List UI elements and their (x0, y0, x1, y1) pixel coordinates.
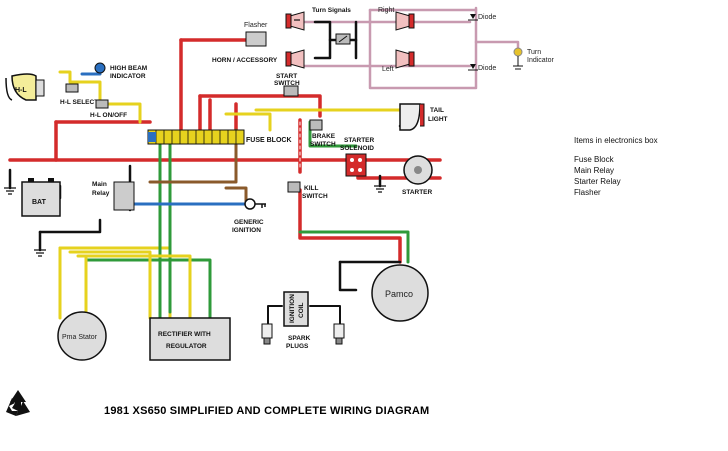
start-switch-label-1: START (276, 73, 297, 80)
turn-indicator-label-1: Turn (527, 49, 541, 56)
wires (8, 6, 520, 325)
starter-solenoid (345, 153, 367, 177)
turn-indicator-lamp (513, 47, 523, 57)
spark-plug-right (333, 323, 345, 345)
brake-switch (309, 119, 323, 131)
battery (21, 178, 61, 217)
green-wires (84, 120, 410, 320)
kill-switch-label-2: SWITCH (302, 193, 328, 200)
diode-bottom-label: Diode (478, 65, 496, 72)
red-power-wires (8, 38, 442, 264)
side-note-item: Main Relay (574, 166, 614, 175)
battery-label: BAT (32, 199, 47, 206)
starter-solenoid-label-1: STARTER (344, 137, 375, 144)
tail-light-label-2: LIGHT (428, 116, 448, 123)
starter-solenoid-label-2: SOLENOID (340, 145, 374, 152)
turn-signals-label: Turn Signals (312, 7, 351, 14)
diode-bottom (468, 64, 478, 71)
tail-light (399, 103, 425, 131)
side-notes: Items in electronics box Fuse Block Main… (574, 136, 658, 197)
ignition-key-icon (244, 198, 266, 210)
headlight (5, 73, 45, 101)
diode-top-label: Diode (478, 14, 496, 21)
switch-lever (338, 35, 348, 43)
start-switch (283, 85, 299, 97)
brake-switch-label-2: SWITCH (310, 141, 336, 148)
kill-switch-label-1: KILL (304, 185, 318, 192)
diagram-title: 1981 XS650 SIMPLIFIED AND COMPLETE WIRIN… (104, 405, 429, 417)
ignition-coil-label-2: COIL (298, 302, 305, 318)
high-beam-label-2: INDICATOR (110, 73, 146, 80)
turn-indicator-ground (513, 56, 523, 70)
ignition-coil (283, 291, 309, 327)
turn-signal-lamps (285, 11, 415, 69)
starter-motor (403, 155, 433, 185)
turn-signal-wires (298, 6, 520, 90)
side-note-item: Fuse Block (574, 155, 615, 164)
spark-plug-left (261, 323, 273, 345)
main-relay-label-2: Relay (92, 190, 110, 197)
brown-wires (148, 128, 248, 204)
ground-symbols (4, 19, 386, 257)
hl-onoff-switch (95, 99, 109, 109)
left-label: Left (382, 66, 394, 73)
turn-signal-front-right (395, 11, 415, 31)
main-relay-label-1: Main (92, 181, 107, 188)
fuse-block-label: FUSE BLOCK (246, 137, 292, 144)
starter-label: STARTER (402, 189, 433, 196)
diode-top (468, 14, 478, 21)
spark-plugs-label-1: SPARK (288, 335, 311, 342)
turn-signal-rear-left (285, 49, 305, 69)
high-beam-label-1: HIGH BEAM (110, 65, 147, 72)
recycle-icon (6, 390, 30, 416)
brake-switch-label-1: BRAKE (312, 133, 336, 140)
kill-switch (287, 181, 301, 193)
rectifier-label-1: RECTIFIER WITH (158, 331, 211, 338)
pma-stator (57, 311, 107, 361)
start-switch-label-2: SWITCH (274, 80, 300, 87)
spark-plugs-label-2: PLUGS (286, 343, 309, 350)
pamco-label: Pamco (385, 289, 413, 299)
stator-wires (68, 250, 192, 320)
side-notes-heading: Items in electronics box (574, 136, 658, 145)
main-relay (113, 181, 135, 211)
turn-indicator-label-2: Indicator (527, 57, 555, 64)
pamco-unit (371, 264, 429, 322)
horn-label: HORN / ACCESSORY (212, 57, 278, 64)
rectifier-label-2: REGULATOR (166, 343, 207, 350)
right-label: Right (378, 7, 394, 14)
ignition-coil-label-1: IGNITION (289, 294, 296, 323)
flasher-label: Flasher (244, 22, 268, 29)
side-note-item: Flasher (574, 188, 601, 197)
fuse-block (147, 129, 245, 145)
hl-select-switch (65, 83, 79, 93)
hl-select-label: H-L SELECT (60, 99, 98, 106)
rectifier-regulator (149, 317, 231, 361)
flasher-box (245, 31, 267, 47)
generic-ignition-label-2: IGNITION (232, 227, 261, 234)
turn-signal-front-left (285, 11, 305, 31)
generic-ignition-label-1: GENERIC (234, 219, 264, 226)
tail-light-label-1: TAIL (430, 107, 444, 114)
yellow-wires (58, 70, 402, 320)
pma-stator-label: Pma Stator (62, 334, 98, 341)
high-beam-lamp (94, 62, 106, 74)
headlight-label: H-L (15, 87, 27, 94)
hl-onoff-label: H-L ON/OFF (90, 112, 127, 119)
side-note-item: Starter Relay (574, 177, 621, 186)
turn-signal-rear-right (395, 49, 415, 69)
spark-plug-leads (267, 305, 341, 325)
